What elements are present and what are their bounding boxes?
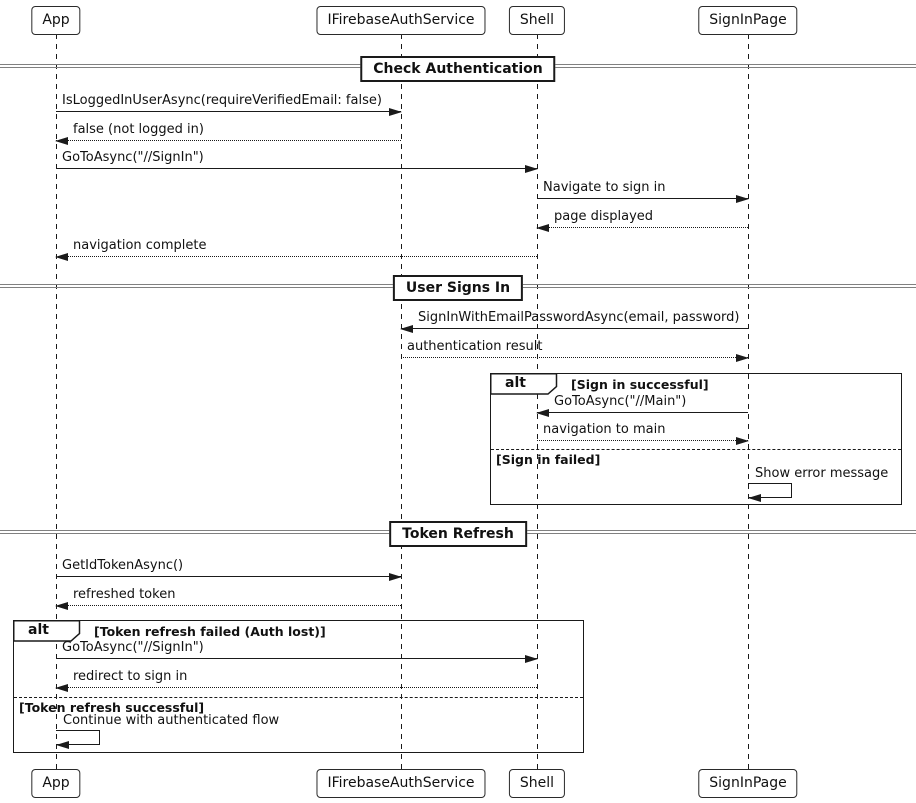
message-isloggedinuserasync: IsLoggedInUserAsync(requireVerifiedEmail… [56, 93, 402, 116]
message-gotoasync-signin-2: GoToAsync("//SignIn") [56, 640, 538, 663]
arrowhead-icon [55, 137, 68, 145]
divider-token-refresh: Token Refresh [389, 521, 527, 547]
message-continue-authenticated-label: Continue with authenticated flow [63, 713, 280, 728]
message-navigation-complete: navigation complete [55, 238, 537, 261]
arrowhead-icon [536, 409, 549, 417]
lifeline-app [55, 34, 57, 770]
arrowhead-icon [736, 195, 749, 203]
alt-operator: alt [505, 375, 526, 391]
arrowhead-icon [736, 437, 749, 445]
participant-signinpage-top: SignInPage [698, 6, 798, 35]
alt-else-divider [491, 449, 901, 450]
alt-guard-token-refresh-failed: [Token refresh failed (Auth lost)] [94, 624, 326, 639]
arrowhead-icon [748, 494, 761, 502]
alt-pentagon-icon [489, 372, 557, 395]
message-show-error-message-label: Show error message [755, 466, 889, 481]
message-refreshed-token: refreshed token [55, 587, 401, 610]
arrowhead-icon [736, 354, 749, 362]
message-gotoasync-signin-1: GoToAsync("//SignIn") [56, 150, 538, 173]
arrowhead-icon [55, 253, 68, 261]
arrowhead-icon [389, 573, 402, 581]
message-navigate-to-sign-in: Navigate to sign in [537, 180, 749, 203]
alt-else-divider [14, 697, 583, 698]
divider-user-signs-in: User Signs In [392, 275, 524, 301]
participant-shell-top: Shell [508, 6, 566, 35]
participant-ifirebaseauthservice-top: IFirebaseAuthService [316, 6, 486, 35]
participant-app-bottom: App [31, 769, 81, 798]
arrowhead-icon [55, 602, 68, 610]
message-page-displayed: page displayed [536, 209, 748, 232]
alt-operator: alt [28, 622, 49, 638]
message-redirect-to-sign-in: redirect to sign in [55, 669, 537, 692]
arrowhead-icon [400, 325, 413, 333]
alt-fragment-token-refresh: alt [Token refresh failed (Auth lost)] [… [12, 619, 584, 753]
lifeline-shell [536, 34, 538, 770]
arrowhead-icon [389, 108, 402, 116]
participant-signinpage-bottom: SignInPage [698, 769, 798, 798]
message-gotoasync-main: GoToAsync("//Main") [536, 394, 748, 417]
arrowhead-icon [56, 741, 69, 749]
message-navigation-to-main: navigation to main [537, 422, 749, 445]
arrowhead-icon [525, 655, 538, 663]
arrowhead-icon [525, 165, 538, 173]
participant-app-top: App [31, 6, 81, 35]
divider-check-authentication: Check Authentication [360, 56, 556, 82]
message-getidtokenasync: GetIdTokenAsync() [56, 558, 402, 581]
alt-guard-sign-in-successful: [Sign in successful] [571, 377, 709, 392]
arrowhead-icon [536, 224, 549, 232]
alt-pentagon-icon [12, 619, 80, 642]
alt-fragment-sign-in: alt [Sign in successful] [Sign in failed… [489, 372, 902, 505]
alt-guard-token-refresh-successful: [Token refresh successful] [19, 700, 205, 715]
participant-shell-bottom: Shell [508, 769, 566, 798]
lifeline-signinpage [747, 34, 749, 770]
alt-guard-sign-in-failed: [Sign in failed] [496, 452, 601, 467]
message-continue-authenticated [56, 730, 100, 749]
message-authentication-result: authentication result [401, 339, 749, 362]
participant-ifirebaseauthservice-bottom: IFirebaseAuthService [316, 769, 486, 798]
arrowhead-icon [55, 684, 68, 692]
message-show-error-message [748, 483, 792, 502]
message-false-not-logged-in: false (not logged in) [55, 122, 401, 145]
lifeline-ifirebaseauthservice [400, 34, 402, 770]
message-signinwithemailpasswordasync: SignInWithEmailPasswordAsync(email, pass… [400, 310, 748, 333]
